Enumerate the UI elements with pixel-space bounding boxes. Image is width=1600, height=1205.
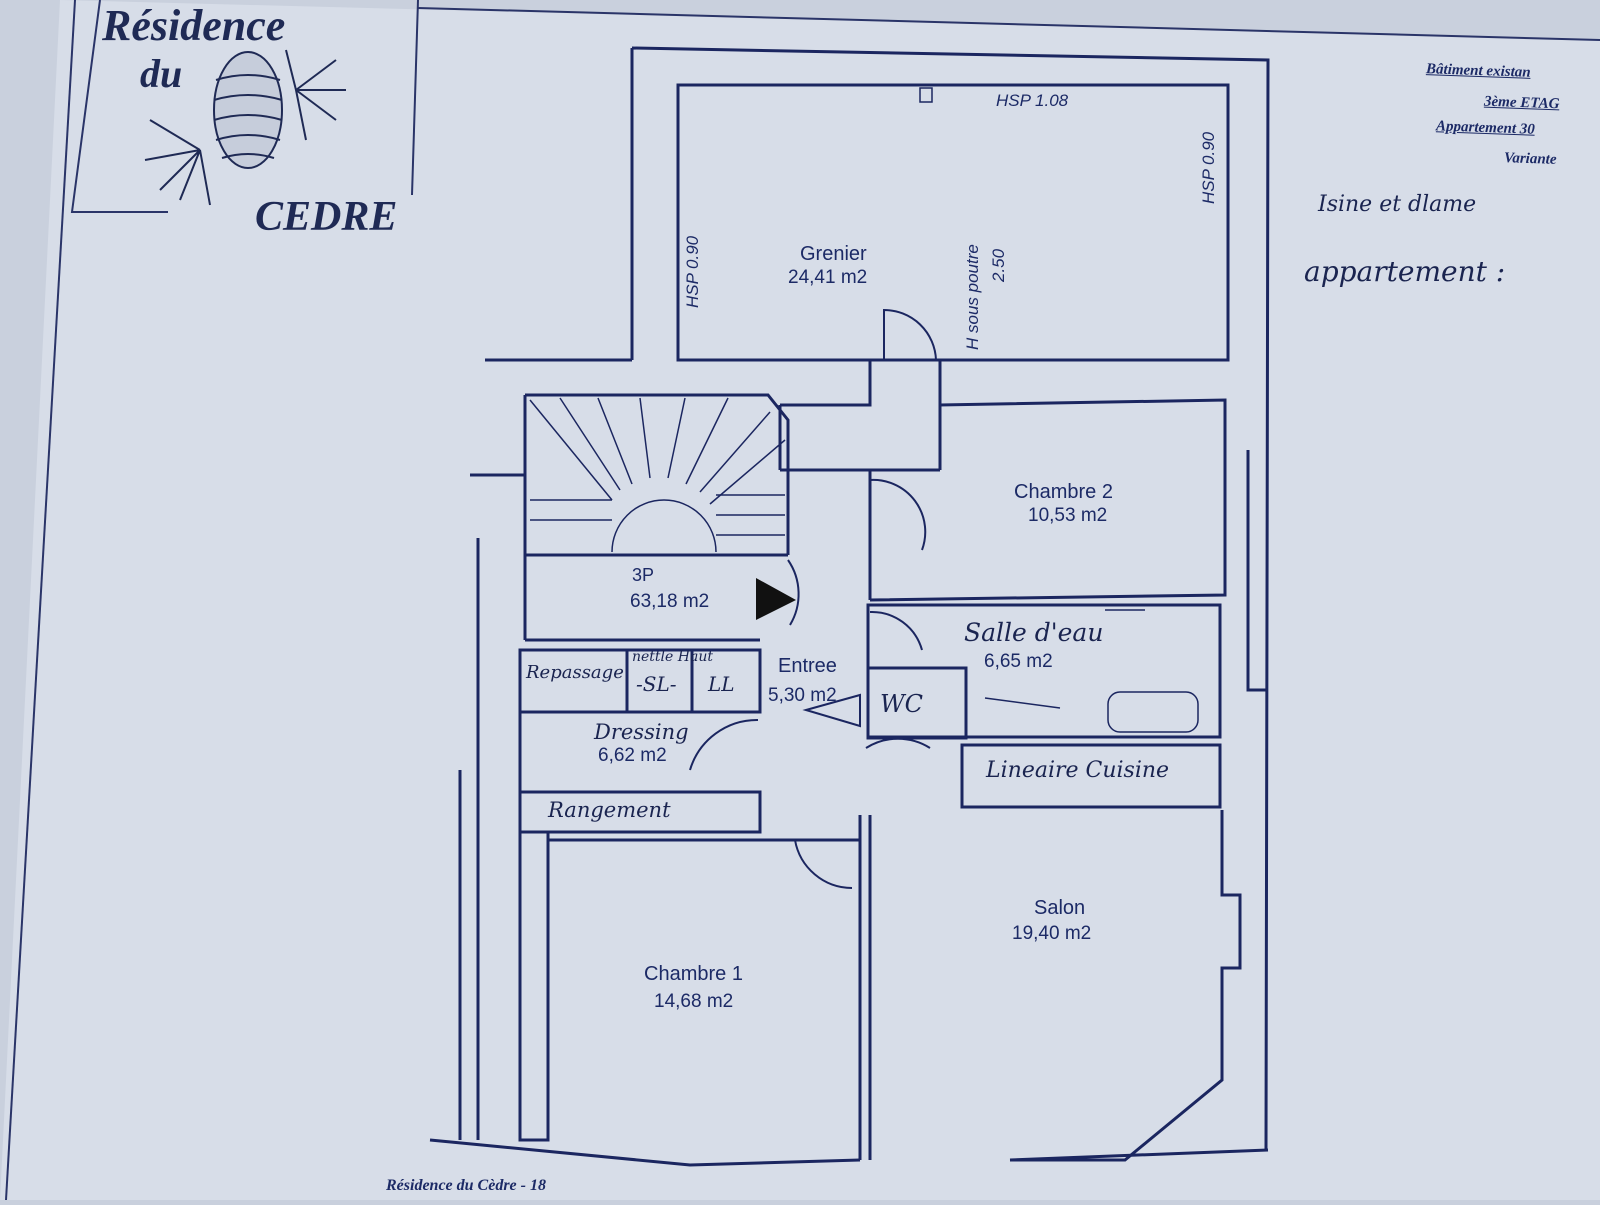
total-label: 3P (632, 565, 655, 585)
room-salle-eau-name: Salle d'eau (964, 618, 1104, 647)
annotation-rangement: Rangement (548, 798, 671, 822)
hsp-left: HSP 0.90 (683, 235, 702, 308)
annotation-cuisine: Lineaire Cuisine (986, 758, 1170, 783)
walls (429, 46, 1270, 1167)
room-entree-area: 5,30 m2 (768, 685, 837, 706)
logo-frame-right (411, 0, 419, 196)
header-floor: 3ème ETAG (1483, 93, 1560, 113)
hsp-right: HSP 0.90 (1199, 131, 1218, 204)
h-poutre-value: 2.50 (989, 248, 1008, 282)
wc-walls (866, 666, 968, 740)
door-swings (689, 308, 937, 889)
header-variant: Variante (1503, 150, 1557, 168)
handwritten-note-2: appartement : (1304, 255, 1506, 288)
stair-treads (529, 397, 786, 553)
logo-du: du (140, 51, 183, 96)
pine-cone-icon (144, 49, 346, 206)
room-salon-name: Salon (1034, 897, 1086, 919)
room-dressing-name: Dressing (594, 720, 689, 744)
room-chambre2-area: 10,53 m2 (1028, 505, 1108, 526)
bath-fixtures-icon (984, 609, 1199, 733)
total-area: 63,18 m2 (630, 591, 710, 612)
annotation-haut: nettle Haut (632, 649, 713, 665)
logo-cedre: CEDRE (255, 194, 398, 240)
hsp-top: HSP 1.08 (996, 91, 1069, 110)
annotation-ll: LL (708, 672, 735, 696)
wall-outer (631, 46, 1270, 1151)
header-border-line (417, 7, 1600, 41)
room-salon-area: 19,40 m2 (1012, 923, 1092, 944)
annotation-repassage: Repassage (526, 662, 624, 683)
logo-frame (70, 0, 168, 213)
room-salle-eau-area: 6,65 m2 (984, 651, 1053, 672)
annotation-sl: -SL- (636, 672, 677, 696)
room-chambre1-area: 14,68 m2 (654, 991, 734, 1012)
room-dressing-area: 6,62 m2 (598, 745, 667, 766)
room-wc-name: WC (880, 690, 924, 718)
logo-residence: Résidence (102, 1, 286, 50)
kitchen-counter (960, 743, 1222, 809)
room-entree-name: Entree (778, 655, 837, 677)
room-grenier-area: 24,41 m2 (788, 267, 868, 288)
h-poutre-label: H sous poutre (963, 244, 982, 350)
vent-icon (919, 87, 933, 103)
attic-walls (676, 83, 1230, 362)
room-chambre2-name: Chambre 2 (1014, 481, 1113, 503)
footer-address: Résidence du Cèdre - 18 (386, 1177, 546, 1194)
entry-arrow-icon (756, 578, 796, 620)
handwritten-note-1: Isine et dlame (1318, 192, 1477, 217)
sheet-border-line (5, 0, 76, 1201)
staircase-walls (525, 393, 790, 555)
room-chambre1-name: Chambre 1 (644, 963, 743, 985)
room-grenier-name: Grenier (800, 243, 867, 265)
